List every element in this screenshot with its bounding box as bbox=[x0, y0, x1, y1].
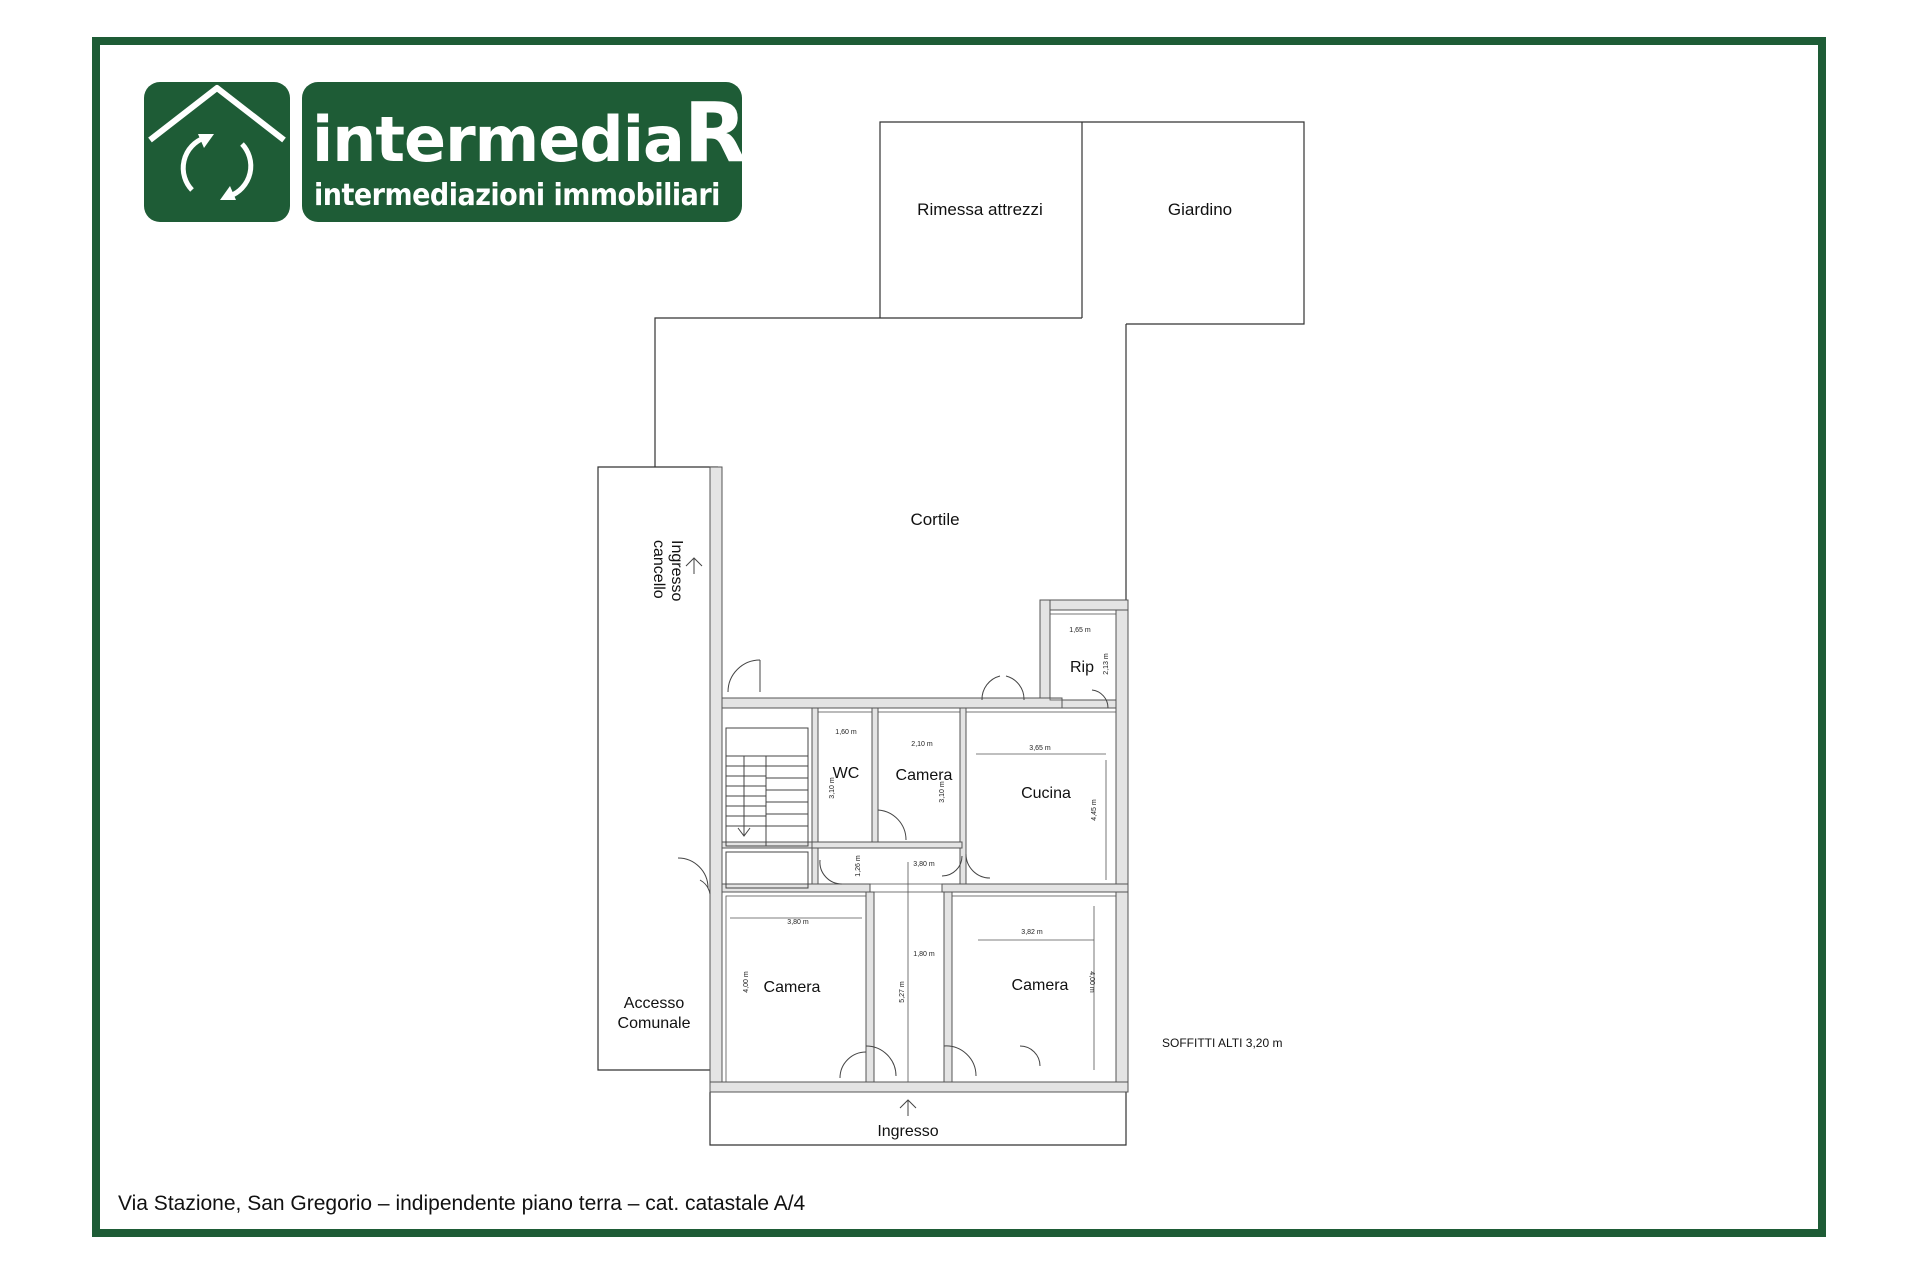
label-camera-small: Camera bbox=[896, 767, 953, 784]
brand-tagline: intermediazioni immobiliari bbox=[314, 178, 720, 213]
dim-camera-left-h: 4,00 m bbox=[743, 971, 750, 993]
logo-house-icon bbox=[144, 82, 290, 222]
dim-camera-right-w: 3,82 m bbox=[1021, 929, 1043, 936]
label-camera-right: Camera bbox=[1012, 977, 1069, 994]
brand-name: intermediaRE bbox=[312, 86, 802, 181]
dim-rip-h: 2,13 m bbox=[1103, 653, 1110, 675]
dim-rip-w: 1,65 m bbox=[1069, 627, 1091, 634]
dim-camera-small-w: 2,10 m bbox=[911, 741, 933, 748]
label-accesso-2: Comunale bbox=[618, 1015, 691, 1032]
dim-cucina-h: 4,45 m bbox=[1091, 799, 1098, 821]
ceiling-height-note: SOFFITTI ALTI 3,20 m bbox=[1162, 1036, 1283, 1050]
dim-corridor-h: 5,27 m bbox=[899, 981, 906, 1003]
label-ingresso-cancello-1: Ingresso bbox=[668, 540, 685, 601]
label-accesso-1: Accesso bbox=[624, 995, 685, 1012]
dim-hall-w: 3,80 m bbox=[913, 861, 935, 868]
label-ingresso: Ingresso bbox=[877, 1123, 938, 1140]
dim-camera-right-h: 4,00 m bbox=[1088, 971, 1095, 993]
label-giardino: Giardino bbox=[1168, 200, 1232, 219]
label-rimessa: Rimessa attrezzi bbox=[917, 200, 1043, 219]
dim-corridor-w: 1,80 m bbox=[913, 951, 935, 958]
label-rip: Rip bbox=[1070, 659, 1094, 676]
dim-cucina-w: 3,65 m bbox=[1029, 745, 1051, 752]
label-ingresso-cancello-2: cancello bbox=[650, 540, 667, 599]
property-caption: Via Stazione, San Gregorio – indipendent… bbox=[118, 1192, 806, 1215]
page-frame bbox=[92, 37, 1826, 1237]
dim-wc-h: 3,10 m bbox=[829, 777, 836, 799]
logo-wordmark: intermediaRE intermediazioni immobiliari bbox=[302, 82, 802, 222]
dim-camera-small-h: 3,10 m bbox=[939, 781, 946, 803]
dim-wc-w: 1,60 m bbox=[835, 729, 857, 736]
label-cortile: Cortile bbox=[910, 510, 959, 529]
dim-camera-left-w: 3,80 m bbox=[787, 919, 809, 926]
label-cucina: Cucina bbox=[1021, 785, 1071, 802]
label-wc: WC bbox=[833, 765, 860, 782]
label-camera-left: Camera bbox=[764, 979, 821, 996]
dim-hall-h: 1,26 m bbox=[855, 855, 862, 877]
